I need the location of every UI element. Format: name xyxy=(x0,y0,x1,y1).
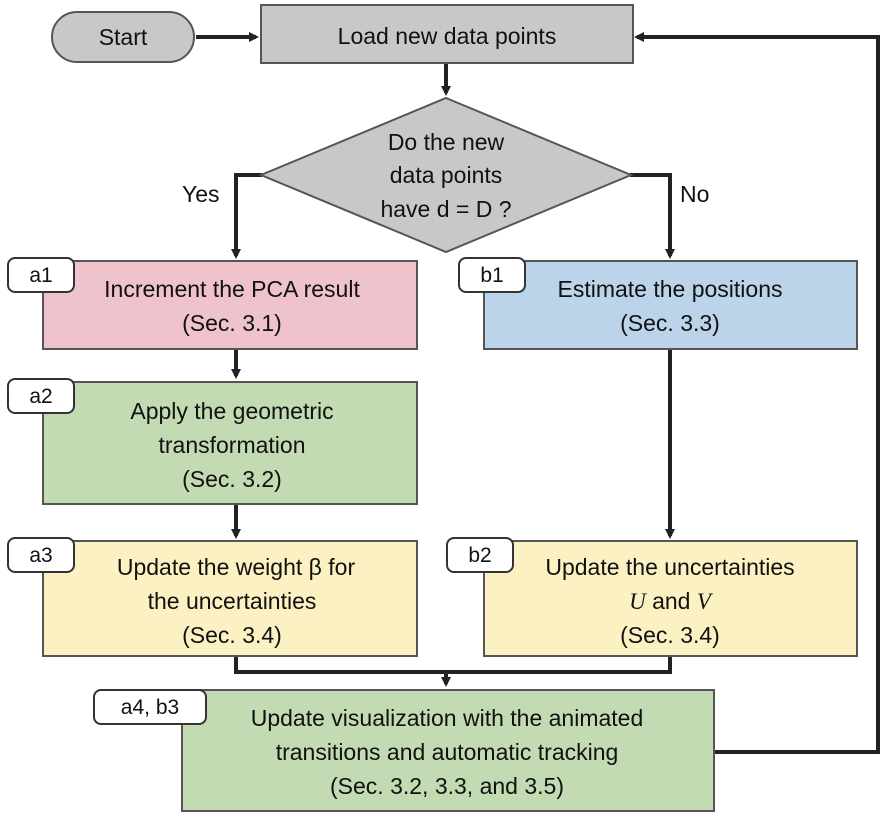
step-final: a4, b3 Update visualization with the ani… xyxy=(93,689,715,812)
connectors xyxy=(196,32,880,754)
step-b2-line-2: U and V xyxy=(629,588,714,614)
step-b2-line-1: Update the uncertainties xyxy=(545,554,794,580)
step-b1-line-2: (Sec. 3.3) xyxy=(620,310,720,336)
load-label: Load new data points xyxy=(338,23,557,49)
step-b1-tag-label: b1 xyxy=(480,264,503,287)
var-v: V xyxy=(697,589,714,614)
step-a1-line-1: Increment the PCA result xyxy=(104,276,360,302)
step-final-tag xyxy=(93,689,207,725)
decision-line-1: Do the new xyxy=(388,129,505,155)
var-u: U xyxy=(629,589,647,614)
step-b2-line-3: (Sec. 3.4) xyxy=(620,622,720,648)
decision-line-3: have d = D ? xyxy=(380,196,511,222)
step-a2-tag xyxy=(7,378,75,414)
start-label: Start xyxy=(99,24,148,50)
arrow-yes-to-a1 xyxy=(231,173,262,259)
step-b2-tag-label: b2 xyxy=(468,544,491,567)
decision-line-2: data points xyxy=(390,162,503,188)
start-node: Start xyxy=(51,11,195,63)
merge-line xyxy=(234,656,672,674)
step-a3-tag xyxy=(7,537,75,573)
step-a2-tag-label: a2 xyxy=(29,385,52,408)
step-b2-tag xyxy=(446,537,514,573)
step-a3-box xyxy=(42,540,418,657)
step-a1-line-2: (Sec. 3.1) xyxy=(182,310,282,336)
step-a2-line-2: transformation xyxy=(158,432,305,458)
step-a1-box xyxy=(42,260,418,350)
step-a2: a2 Apply the geometric transformation (S… xyxy=(7,378,418,505)
step-a3-line-1: Update the weight β for xyxy=(117,554,356,580)
load-node: Load new data points xyxy=(260,4,634,64)
step-b1-tag xyxy=(458,257,526,293)
step-final-line-2: transitions and automatic tracking xyxy=(276,739,619,765)
step-b2-box xyxy=(483,540,858,657)
step-a1: a1 Increment the PCA result (Sec. 3.1) xyxy=(7,257,418,350)
decision-node: Do the new data points have d = D ? xyxy=(258,96,634,254)
step-final-tag-label: a4, b3 xyxy=(121,696,179,719)
and-text: and xyxy=(646,588,697,614)
step-b2: b2 Update the uncertainties U and V (Sec… xyxy=(446,537,858,657)
step-b1-box xyxy=(483,260,858,350)
step-a3-line-2: the uncertainties xyxy=(148,588,317,614)
start-shape xyxy=(51,11,195,63)
load-shape xyxy=(260,4,634,64)
step-final-line-3: (Sec. 3.2, 3.3, and 3.5) xyxy=(330,773,564,799)
step-a2-line-3: (Sec. 3.2) xyxy=(182,466,282,492)
step-b1-line-1: Estimate the positions xyxy=(557,276,782,302)
step-a3-line-3: (Sec. 3.4) xyxy=(182,622,282,648)
step-final-line-1: Update visualization with the animated xyxy=(251,705,644,731)
yes-label: Yes xyxy=(182,181,220,207)
step-a3-tag-label: a3 xyxy=(29,544,52,567)
step-a3: a3 Update the weight β for the uncertain… xyxy=(7,537,418,657)
no-label: No xyxy=(680,181,709,207)
arrow-no-to-b1 xyxy=(630,173,675,259)
step-a1-tag xyxy=(7,257,75,293)
decision-shape xyxy=(258,96,634,254)
arrow-loop-back xyxy=(634,32,880,754)
step-final-box xyxy=(181,689,715,812)
step-b1: b1 Estimate the positions (Sec. 3.3) xyxy=(458,257,858,350)
step-a1-tag-label: a1 xyxy=(29,264,52,287)
step-a2-line-1: Apply the geometric xyxy=(130,398,333,424)
step-a2-box xyxy=(42,381,418,505)
